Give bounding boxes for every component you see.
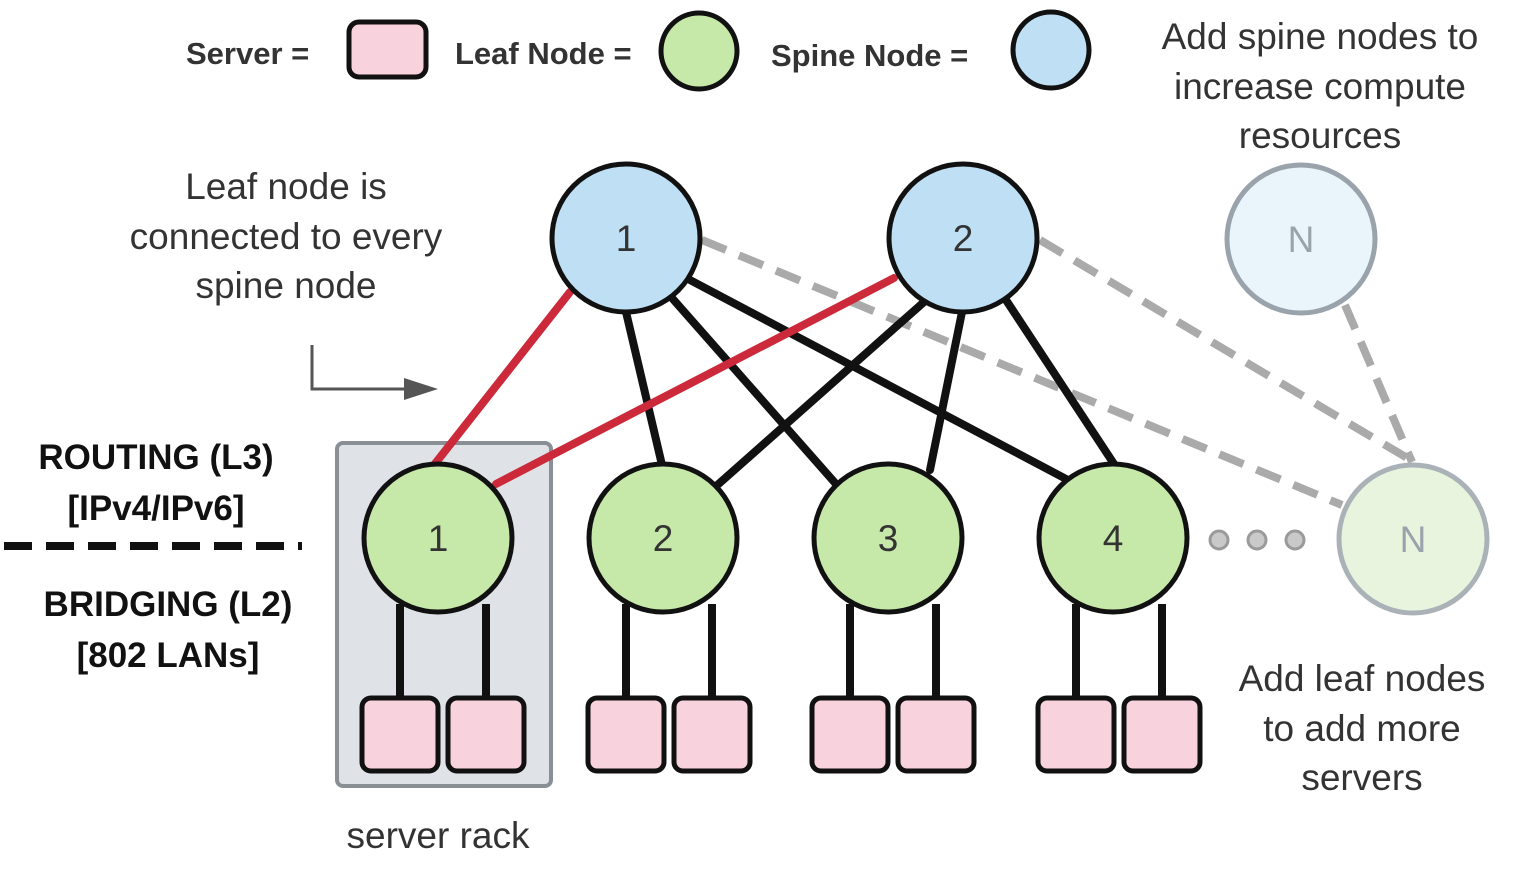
leaf-node-2 <box>586 461 740 615</box>
svg-text:resources: resources <box>1239 115 1401 156</box>
link-spine2-leafN <box>1037 236 1417 466</box>
legend-leaf-swatch <box>658 10 740 92</box>
spine-node-1-label: 1 <box>616 218 637 259</box>
leaf-node-1 <box>361 461 515 615</box>
legend-server-swatch <box>346 19 429 80</box>
server <box>359 695 441 774</box>
svg-text:connected to every: connected to every <box>130 216 443 257</box>
server <box>585 695 667 774</box>
server <box>445 695 527 774</box>
link-spineN-leafN <box>1341 303 1416 464</box>
server <box>809 695 891 774</box>
server <box>671 695 753 774</box>
link-spine2-leaf4 <box>1002 296 1120 471</box>
svg-text:to add more: to add more <box>1263 708 1460 749</box>
ellipsis-dots <box>1208 529 1306 551</box>
link-spine2-leaf3 <box>926 308 966 474</box>
server <box>1035 695 1117 774</box>
routing-layer-label: ROUTING (L3) [IPv4/IPv6] <box>38 438 273 528</box>
server <box>895 695 977 774</box>
svg-text:Leaf node is: Leaf node is <box>185 166 387 207</box>
servers <box>359 695 1203 774</box>
link-spine1-leaf3 <box>668 294 840 488</box>
future-links <box>700 236 1417 509</box>
svg-text:BRIDGING (L2): BRIDGING (L2) <box>44 585 293 624</box>
leaf-add-note: Add leaf nodes to add more servers <box>1239 658 1486 798</box>
svg-text:Add leaf nodes: Add leaf nodes <box>1239 658 1486 699</box>
spine-node-n-label: N <box>1288 219 1315 260</box>
spine-node-n <box>1224 162 1378 316</box>
link-spine1-leaf1 <box>430 288 574 469</box>
link-spine2-leaf1 <box>492 274 898 488</box>
spine-node-2-label: 2 <box>953 218 974 259</box>
leaf-connected-note: Leaf node is connected to every spine no… <box>130 166 443 306</box>
highlighted-links <box>430 274 898 488</box>
svg-text:servers: servers <box>1301 757 1422 798</box>
spine-node-2 <box>886 161 1040 315</box>
leaf-node-2-label: 2 <box>653 518 674 559</box>
svg-text:[IPv4/IPv6]: [IPv4/IPv6] <box>67 489 244 528</box>
bridging-layer-label: BRIDGING (L2) [802 LANs] <box>44 585 293 675</box>
link-spine1-leaf4 <box>686 276 1072 484</box>
pointer-arrow <box>310 345 438 400</box>
spine-add-note: Add spine nodes to increase compute reso… <box>1162 16 1479 156</box>
leaf-node-n <box>1336 462 1490 616</box>
legend-spine-swatch <box>1010 9 1092 91</box>
svg-text:increase compute: increase compute <box>1174 66 1466 107</box>
server <box>1121 695 1203 774</box>
leaf-node-n-label: N <box>1400 519 1427 560</box>
spine-leaf-links <box>622 276 1120 492</box>
link-spine1-leafN <box>700 236 1344 509</box>
link-spine2-leaf2 <box>710 298 928 492</box>
server-rack-label: server rack <box>347 815 530 856</box>
legend-leaf-label: Leaf Node = <box>455 36 632 71</box>
legend-spine-label: Spine Node = <box>771 38 968 73</box>
svg-text:spine node: spine node <box>195 265 376 306</box>
legend-server-label: Server = <box>186 36 309 71</box>
leaf-node-3-label: 3 <box>878 518 899 559</box>
svg-text:ROUTING (L3): ROUTING (L3) <box>38 438 273 477</box>
link-spine1-leaf2 <box>622 308 666 469</box>
leaf-node-1-label: 1 <box>428 518 449 559</box>
spine-node-1 <box>549 161 703 315</box>
leaf-node-4 <box>1036 461 1190 615</box>
server-links <box>396 604 1166 698</box>
leaf-node-4-label: 4 <box>1103 518 1124 559</box>
svg-text:Add spine nodes to: Add spine nodes to <box>1162 16 1479 57</box>
leaf-node-3 <box>811 461 965 615</box>
svg-text:[802 LANs]: [802 LANs] <box>77 636 260 675</box>
